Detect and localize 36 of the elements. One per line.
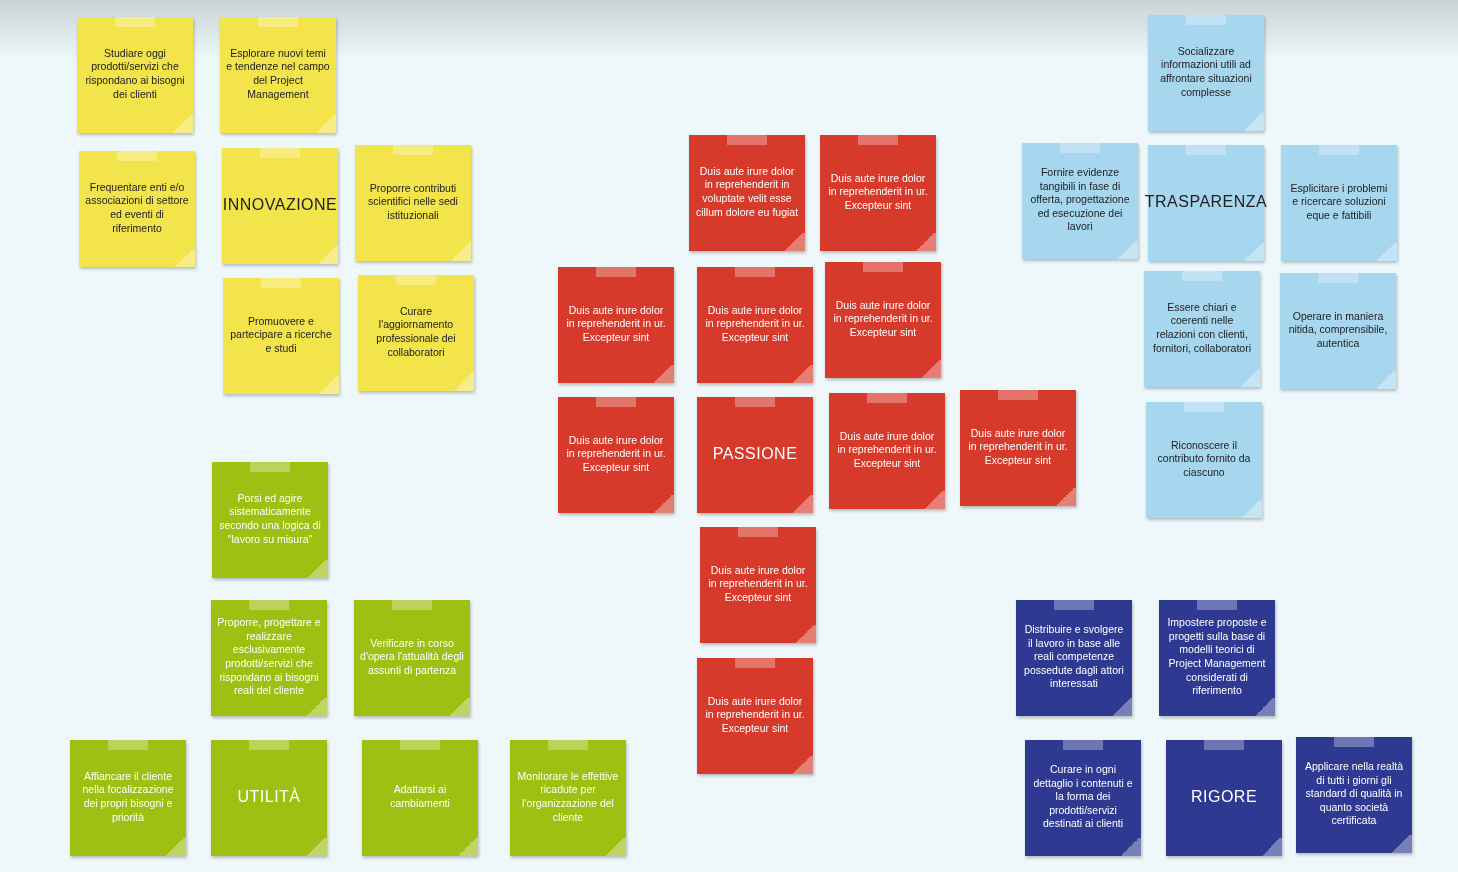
heading-sticky-note: PASSIONE — [697, 397, 813, 513]
sticky-note: Proporre, progettare e realizzare esclusivamente prodotti/servizi che rispondano ai bisogni reali del cliente — [211, 600, 327, 716]
sticky-note: Distribuire e svolgere il lavoro in base alle reali competenze possedute dagli attori interessati — [1016, 600, 1132, 716]
sticky-note: Promuovere e partecipare a ricerche e studi — [223, 278, 339, 394]
sticky-note: Curare in ogni dettaglio i contenuti e la forma dei prodotti/servizi destinati ai clienti — [1025, 740, 1141, 856]
sticky-note: Duis aute irure dolor in reprehenderit in voluptate velit esse cillum dolore eu fugiat — [689, 135, 805, 251]
heading-sticky-note: RIGORE — [1166, 740, 1282, 856]
sticky-note: Essere chiari e coerenti nelle relazioni con clienti, fornitori, collaboratori — [1144, 271, 1260, 387]
heading-sticky-note: UTILITÀ — [211, 740, 327, 856]
heading-sticky-note: INNOVAZIONE — [222, 148, 338, 264]
sticky-note: Proporre contributi scientifici nelle sedi istituzionali — [355, 145, 471, 261]
sticky-note: Duis aute irure dolor in reprehenderit in ur. Excepteur sint — [820, 135, 936, 251]
sticky-note: Applicare nella realtà di tutti i giorni gli standard di qualità in quanto società certificata — [1296, 737, 1412, 853]
sticky-note: Frequentare enti e/o associazioni di settore ed eventi di riferimento — [79, 151, 195, 267]
sticky-note: Duis aute irure dolor in reprehenderit in ur. Excepteur sint — [829, 393, 945, 509]
sticky-note: Duis aute irure dolor in reprehenderit in ur. Excepteur sint — [700, 527, 816, 643]
sticky-note: Affiancare il cliente nella focalizzazione dei propri bisogni e priorità — [70, 740, 186, 856]
sticky-note: Porsi ed agire sistematicamente secondo una logica di "lavoro su misura" — [212, 462, 328, 578]
sticky-note: Verificare in corso d'opera l'attualità degli assunti di partenza — [354, 600, 470, 716]
sticky-note: Duis aute irure dolor in reprehenderit in ur. Excepteur sint — [558, 397, 674, 513]
sticky-note: Fornire evidenze tangibili in fase di offerta, progettazione ed esecuzione dei lavori — [1022, 143, 1138, 259]
sticky-note: Operare in maniera nitida, comprensibile, autentica — [1280, 273, 1396, 389]
sticky-note: Esplicitare i problemi e ricercare soluzioni eque e fattibili — [1281, 145, 1397, 261]
sticky-note: Socializzare informazioni utili ad affrontare situazioni complesse — [1148, 15, 1264, 131]
sticky-note: Curare l'aggiornamento professionale dei collaboratori — [358, 275, 474, 391]
sticky-note: Duis aute irure dolor in reprehenderit in ur. Excepteur sint — [825, 262, 941, 378]
sticky-note: Monitorare le effettive ricadute per l'organizzazione del cliente — [510, 740, 626, 856]
sticky-note: Riconoscere il contributo fornito da ciascuno — [1146, 402, 1262, 518]
sticky-note: Studiare oggi prodotti/servizi che rispondano ai bisogni dei clienti — [77, 17, 193, 133]
sticky-note: Esplorare nuovi temi e tendenze nel campo del Project Management — [220, 17, 336, 133]
sticky-note: Duis aute irure dolor in reprehenderit in ur. Excepteur sint — [558, 267, 674, 383]
sticky-note: Duis aute irure dolor in reprehenderit in ur. Excepteur sint — [697, 658, 813, 774]
sticky-note: Adattarsi ai cambiamenti — [362, 740, 478, 856]
sticky-note: Impostere proposte e progetti sulla base di modelli teorici di Project Management considerati di riferimento — [1159, 600, 1275, 716]
sticky-note: Duis aute irure dolor in reprehenderit in ur. Excepteur sint — [697, 267, 813, 383]
sticky-note: Duis aute irure dolor in reprehenderit in ur. Excepteur sint — [960, 390, 1076, 506]
